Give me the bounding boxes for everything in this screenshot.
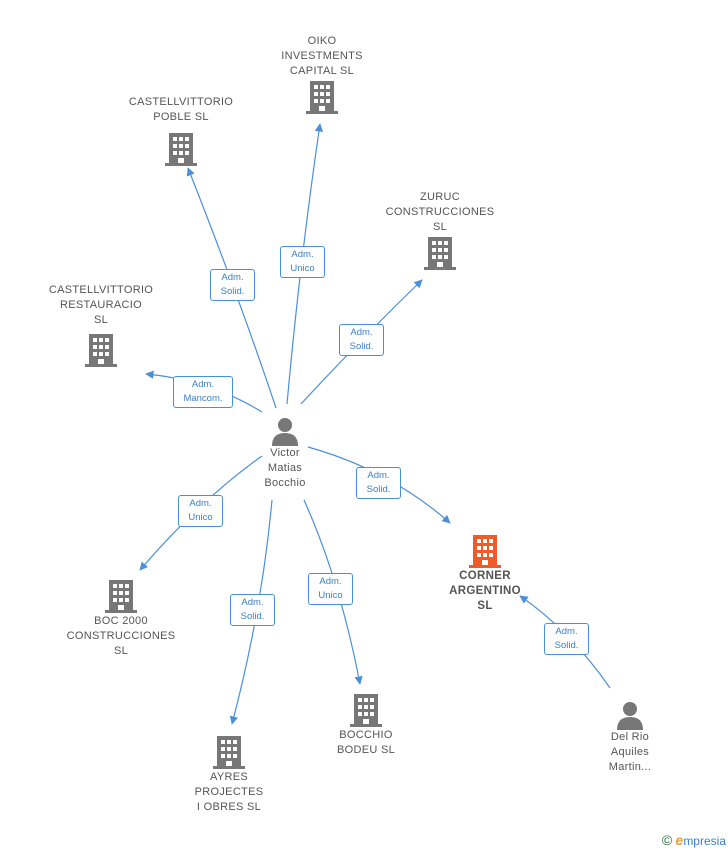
person-icon — [617, 702, 643, 730]
building-icon — [306, 81, 338, 114]
edge-label-zuruc[interactable]: Adm. Solid. — [339, 324, 384, 356]
building-icon — [424, 237, 456, 270]
node-castellvittorio-poble[interactable]: CASTELLVITTORIO POBLE SL — [116, 95, 246, 167]
node-del-rio-aquiles[interactable]: Del Rio Aquiles Martin... — [588, 700, 672, 775]
edge-label-oiko[interactable]: Adm. Unico — [280, 246, 325, 278]
node-boc-2000[interactable]: BOC 2000 CONSTRUCCIONES SL — [56, 578, 186, 659]
node-bocchio-bodeu[interactable]: BOCCHIO BODEU SL — [318, 692, 414, 758]
node-label: BOC 2000 CONSTRUCCIONES SL — [66, 615, 176, 657]
node-castellvittorio-restauracio[interactable]: CASTELLVITTORIO RESTAURACIO SL — [36, 283, 166, 368]
person-icon — [272, 418, 298, 446]
brand-logo-letter: e — [675, 832, 684, 848]
node-zuruc[interactable]: ZURUC CONSTRUCCIONES SL — [376, 190, 504, 271]
edge-label-bodeu[interactable]: Adm. Unico — [308, 573, 353, 605]
node-label: Del Rio Aquiles Martin... — [608, 731, 652, 773]
brand-name: mpresia — [683, 834, 726, 848]
edge-label-corner[interactable]: Adm. Solid. — [356, 467, 401, 499]
building-icon — [105, 580, 137, 613]
edge-label-del-rio[interactable]: Adm. Solid. — [544, 623, 589, 655]
node-label: AYRES PROJECTES I OBRES SL — [194, 771, 264, 813]
node-victor-matias-bocchio[interactable]: Victor Matias Bocchio — [242, 416, 328, 491]
node-label: CASTELLVITTORIO RESTAURACIO SL — [48, 284, 154, 326]
node-label: OIKO INVESTMENTS CAPITAL SL — [281, 35, 363, 77]
copyright-icon: © — [661, 832, 673, 848]
node-ayres-projectes[interactable]: AYRES PROJECTES I OBRES SL — [176, 734, 282, 815]
node-label: ZURUC CONSTRUCCIONES SL — [385, 191, 495, 233]
building-icon — [85, 334, 117, 367]
edge-label-castellvittorio-poble[interactable]: Adm. Solid. — [210, 269, 255, 301]
node-label: Victor Matias Bocchio — [264, 447, 306, 489]
node-label: CORNER ARGENTINO SL — [449, 570, 521, 612]
node-label: CASTELLVITTORIO POBLE SL — [128, 96, 234, 123]
edge-label-ayres[interactable]: Adm. Solid. — [230, 594, 275, 626]
node-corner-argentino[interactable]: CORNER ARGENTINO SL — [436, 533, 534, 614]
building-icon — [350, 694, 382, 727]
node-oiko[interactable]: OIKO INVESTMENTS CAPITAL SL — [262, 34, 382, 115]
building-icon — [165, 133, 197, 166]
footer-brand[interactable]: © empresia — [662, 832, 726, 848]
building-icon — [213, 736, 245, 769]
edge-label-castellvittorio-restauracio[interactable]: Adm. Mancom. — [173, 376, 233, 408]
building-icon — [469, 535, 501, 568]
node-label: BOCCHIO BODEU SL — [336, 729, 396, 756]
edge-label-boc[interactable]: Adm. Unico — [178, 495, 223, 527]
